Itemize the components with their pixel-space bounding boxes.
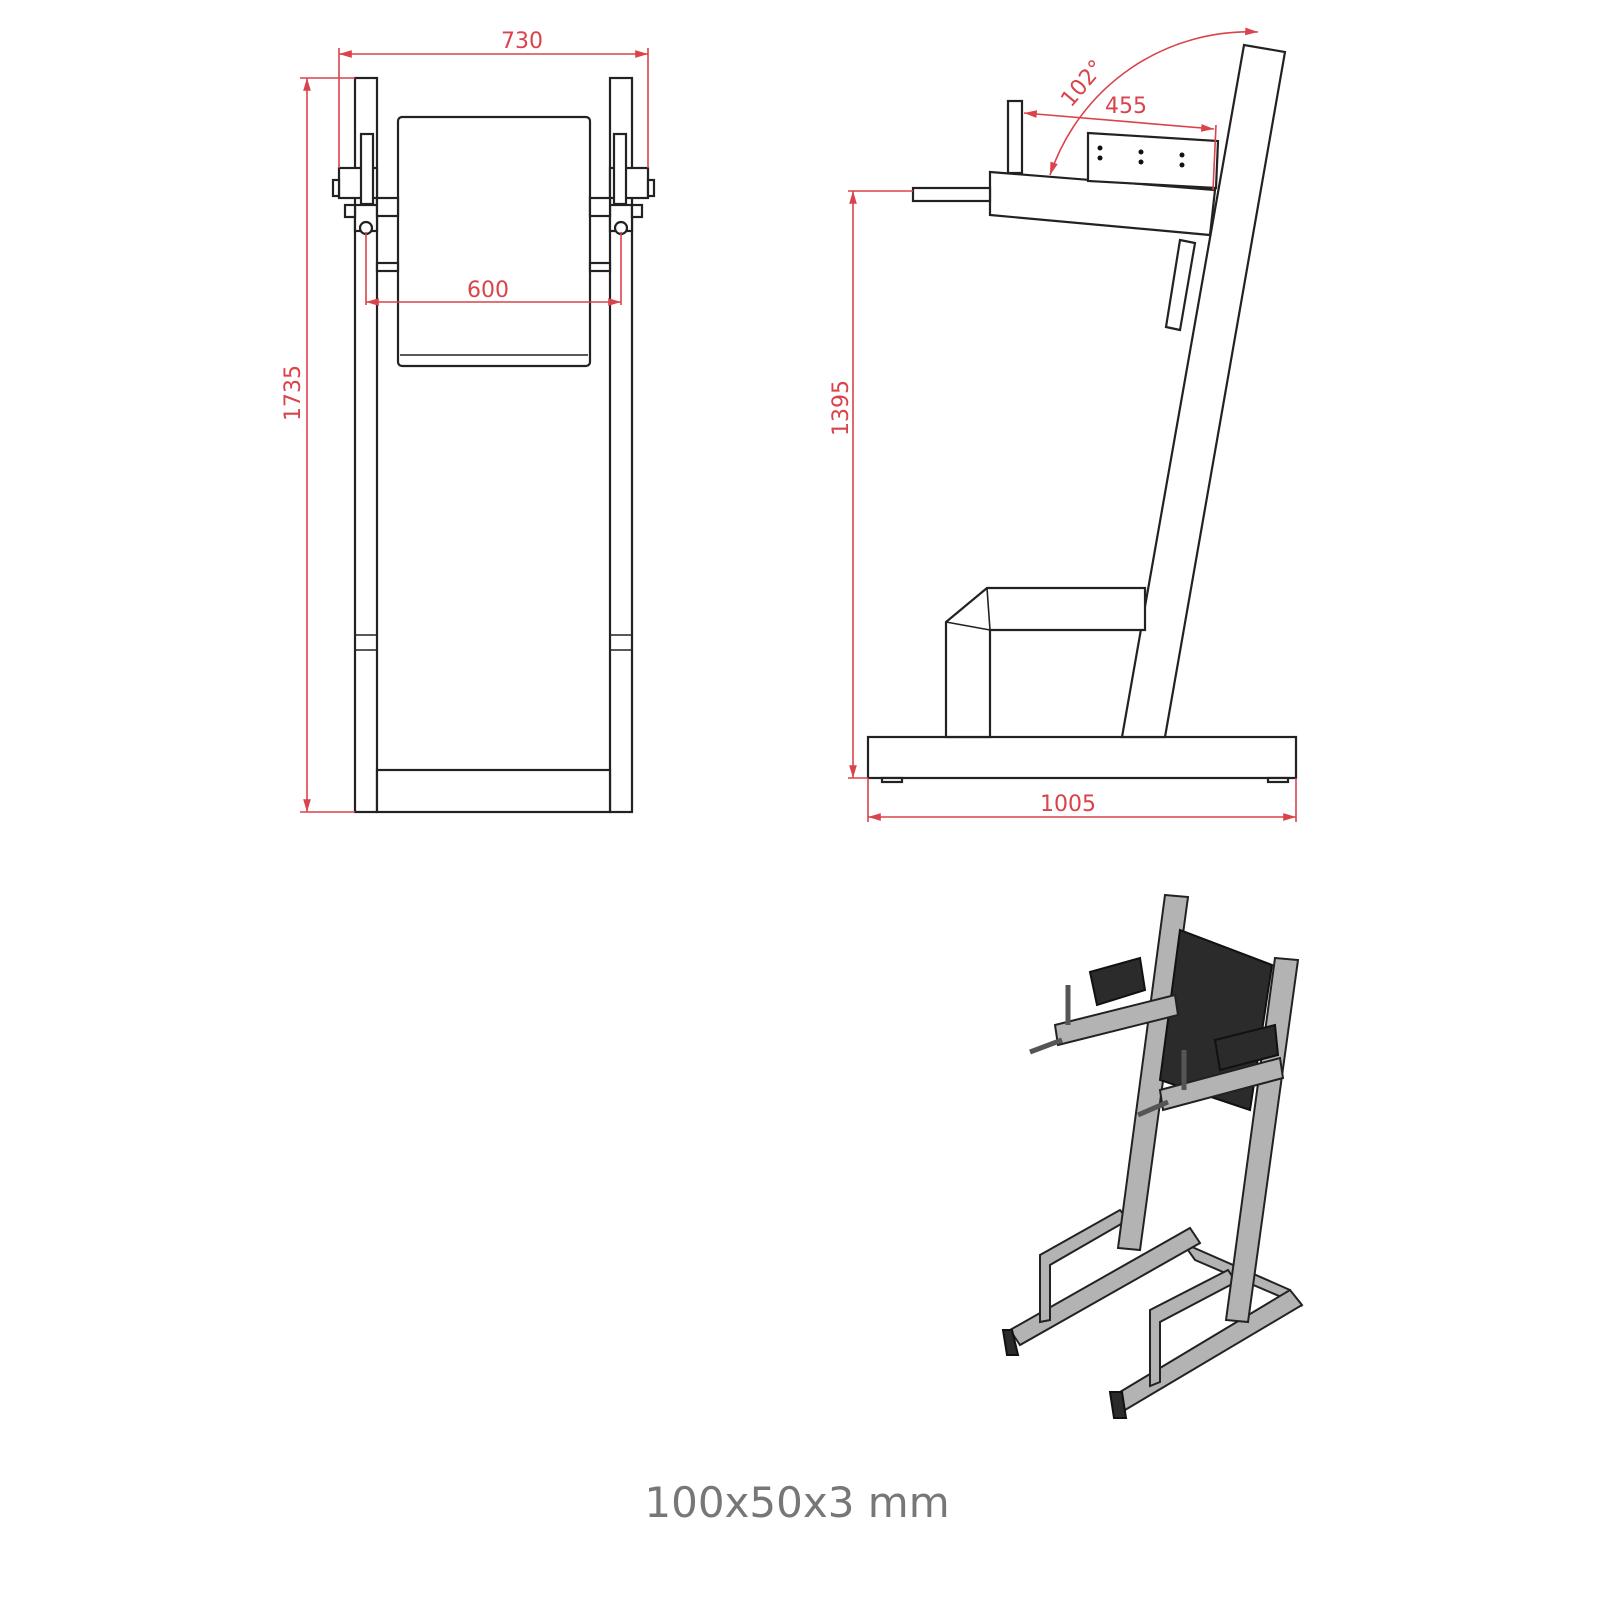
- back-pad: [396, 115, 592, 368]
- base-depth-label: 1005: [1040, 792, 1096, 817]
- left-upright: [1116, 893, 1190, 1252]
- left-base-beam: [1008, 1226, 1202, 1347]
- front-view: 730 1735 600: [281, 29, 656, 814]
- vertical-grip: [1006, 99, 1024, 175]
- handle-grip: [911, 186, 992, 203]
- bottom-crossbar: [375, 768, 612, 814]
- right-arm-pad: [1213, 1023, 1280, 1072]
- profile-caption: 100x50x3 mm: [644, 1478, 949, 1527]
- angle-arc: [1049, 27, 1259, 176]
- total-height-label: 1735: [281, 365, 306, 421]
- left-arm-pad: [1088, 956, 1147, 1007]
- right-upright: [1224, 956, 1300, 1324]
- side-view: 102° 455 1395 1005: [829, 27, 1298, 822]
- left-foot-support: [1039, 1208, 1130, 1324]
- foot-support: [944, 586, 1147, 739]
- inclined-post: [1120, 43, 1287, 739]
- handle-height-label: 1395: [829, 380, 854, 436]
- armrest-length-label: 455: [1105, 94, 1147, 119]
- arm-pad: [1086, 131, 1220, 190]
- isometric-view: [1001, 893, 1304, 1419]
- back-angle-label: 102°: [1056, 55, 1109, 112]
- back-pad-iso: [1158, 928, 1274, 1112]
- base-beam: [866, 735, 1298, 780]
- right-base-beam: [1113, 1288, 1304, 1412]
- right-post: [608, 76, 634, 814]
- left-arm-iso: [1053, 993, 1180, 1047]
- armrest-length-line: [1023, 110, 1215, 132]
- front-width-label: 730: [501, 29, 543, 54]
- left-post: [353, 76, 379, 814]
- handle-spacing-label: 600: [467, 278, 509, 303]
- back-pad-side: [1164, 238, 1197, 332]
- right-foot-support: [1149, 1268, 1238, 1388]
